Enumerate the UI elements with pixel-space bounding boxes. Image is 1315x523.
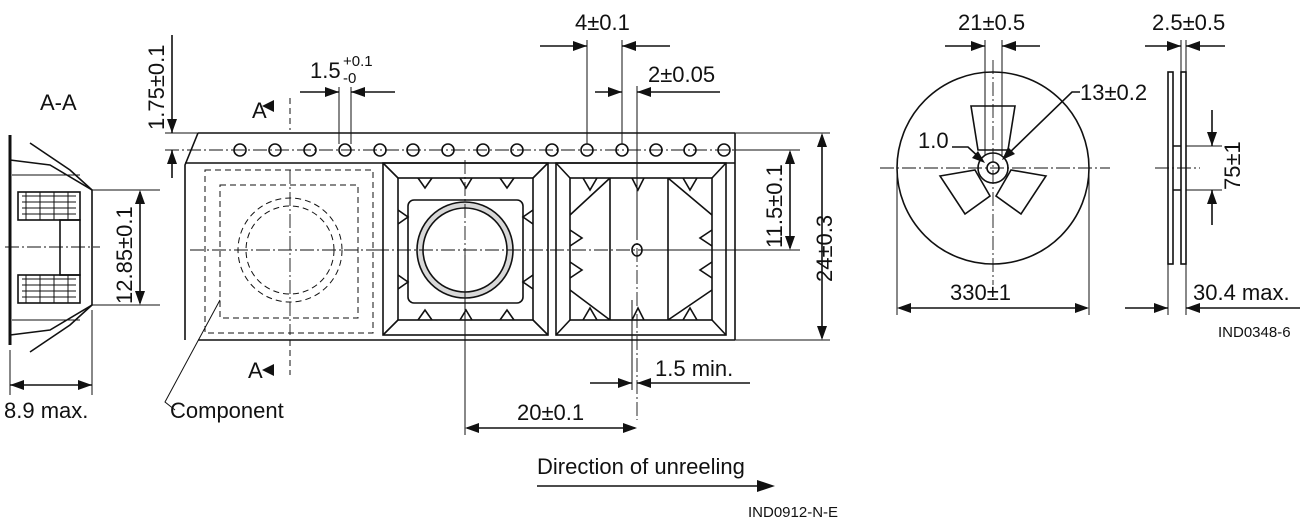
winding-bottom bbox=[17, 274, 81, 304]
svg-text:+0.1: +0.1 bbox=[343, 53, 373, 70]
edge-to-hole-dim: 1.75±0.1 bbox=[144, 45, 169, 130]
section-height-dim: 12.85±0.1 bbox=[112, 206, 137, 304]
pocket-1 bbox=[190, 169, 380, 335]
section-title: A-A bbox=[40, 90, 77, 115]
component-label: Component bbox=[170, 398, 284, 423]
min-gap-dim: 1.5 min. bbox=[655, 356, 733, 381]
reel-diameter-dim: 330±1 bbox=[950, 280, 1011, 305]
tape-width-dim: 24±0.3 bbox=[812, 215, 837, 282]
winding-top bbox=[17, 191, 81, 221]
pocket-pitch-dim: 20±0.1 bbox=[517, 400, 584, 425]
direction-label: Direction of unreeling bbox=[537, 454, 745, 479]
direction-arrow-icon bbox=[757, 480, 775, 492]
carrier-tape: A A Component 1.75±0.1 1.5 +0.1 -0 4±0.1 bbox=[144, 10, 838, 521]
section-marker-bottom: A bbox=[248, 340, 291, 383]
reel-hub-dim: 75±1 bbox=[1220, 141, 1245, 190]
reel-figure-id: IND0348-6 bbox=[1218, 324, 1291, 341]
reel-hub-hole-dim: 21±0.5 bbox=[958, 10, 1025, 35]
svg-text:A: A bbox=[248, 358, 263, 383]
reel-width-dim: 30.4 max. bbox=[1193, 280, 1290, 305]
reel-window-left bbox=[938, 169, 992, 216]
reel-front-view: 21±0.5 13±0.2 1.0 330±1 bbox=[880, 10, 1147, 315]
section-width-dim: 8.9 max. bbox=[4, 398, 88, 423]
reel-window-right bbox=[994, 169, 1048, 216]
section-view: A-A 12.85±0.1 8.9 max. bbox=[4, 90, 160, 423]
reel-key-dim: 1.0 bbox=[918, 128, 949, 153]
svg-text:A: A bbox=[252, 98, 267, 123]
sprocket-holes bbox=[165, 143, 740, 157]
hole-to-center-dim: 11.5±0.1 bbox=[762, 164, 787, 248]
svg-text:-0: -0 bbox=[343, 70, 356, 87]
section-flange bbox=[29, 142, 93, 353]
reel-flange-dim: 2.5±0.5 bbox=[1152, 10, 1225, 35]
section-marker-top: A bbox=[252, 98, 291, 130]
hole-to-pocket-dim: 2±0.05 bbox=[648, 62, 715, 87]
tape-figure-id: IND0912-N-E bbox=[748, 504, 838, 521]
reel-side-view: 2.5±0.5 75±1 30.4 max. IND0348-6 bbox=[1125, 10, 1300, 341]
hole-dia-dim: 1.5 bbox=[310, 58, 341, 83]
hole-pitch-dim: 4±0.1 bbox=[575, 10, 630, 35]
pocket-3 bbox=[550, 160, 730, 420]
reel-arbor-dim: 13±0.2 bbox=[1080, 80, 1147, 105]
pocket-2 bbox=[375, 160, 555, 340]
